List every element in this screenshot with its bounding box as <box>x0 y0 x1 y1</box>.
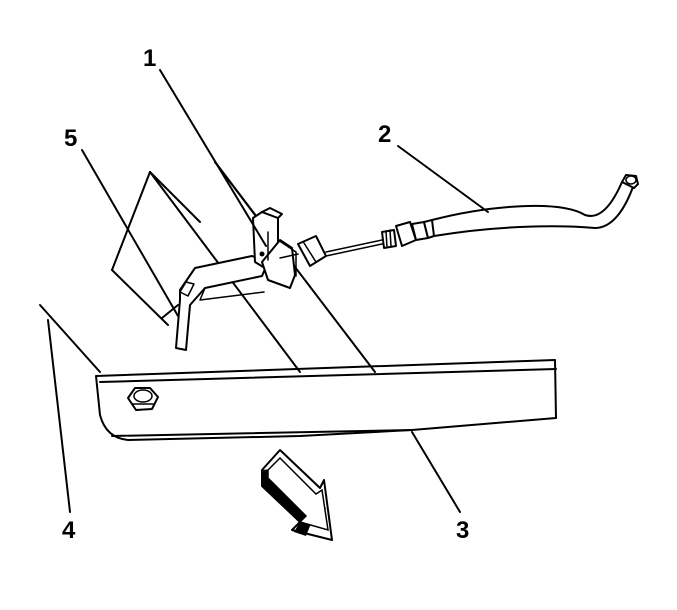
cable-clip <box>252 207 297 289</box>
callout-5: 5 <box>64 125 77 152</box>
bolt-icon <box>127 387 159 411</box>
leader-5 <box>81 149 179 317</box>
callout-4: 4 <box>62 517 76 544</box>
callout-2: 2 <box>378 121 391 148</box>
support-plate <box>111 171 201 326</box>
leader-2 <box>397 145 489 213</box>
leader-1 <box>159 69 267 247</box>
cable-fitting <box>279 235 383 267</box>
cable-housing <box>431 174 639 237</box>
callout-3: 3 <box>456 517 469 544</box>
leader-lines <box>47 69 489 513</box>
bracket-arm <box>175 255 269 351</box>
frame-panel <box>39 304 557 441</box>
cable-connector <box>381 219 435 249</box>
leader-4 <box>47 319 71 513</box>
callout-1: 1 <box>143 45 156 72</box>
direction-arrow-icon <box>261 449 333 541</box>
leader-3 <box>411 431 461 513</box>
